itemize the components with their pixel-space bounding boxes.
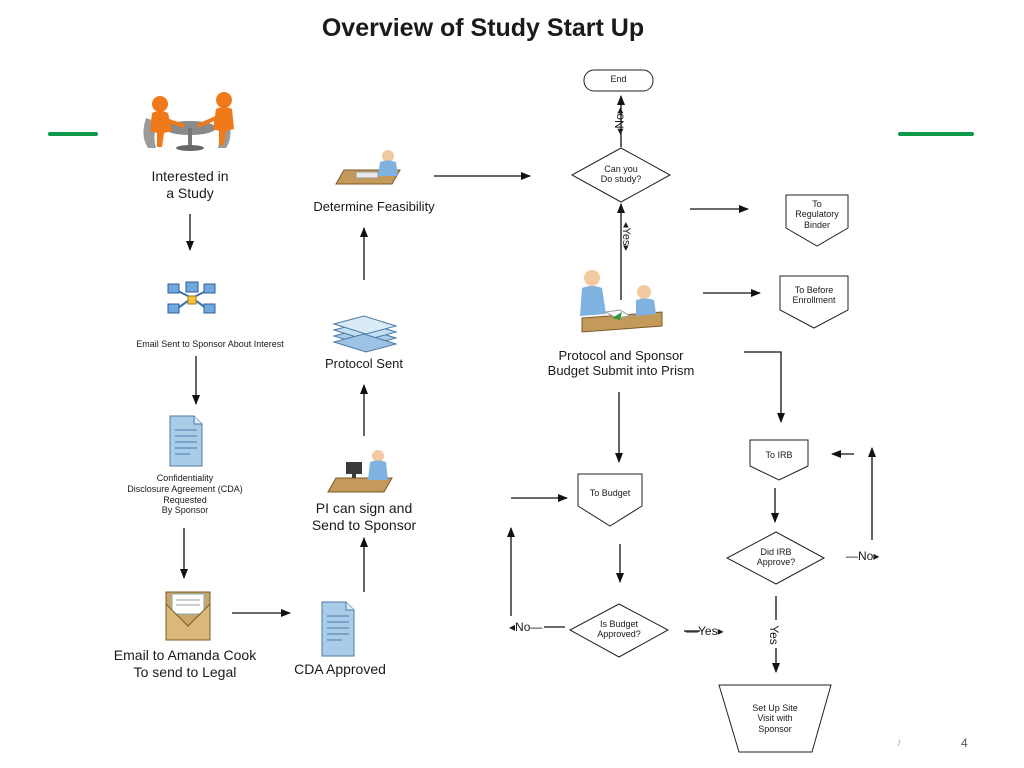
person-at-desk-icon xyxy=(335,150,401,185)
cda-approved-label: CDA Approved xyxy=(294,661,386,677)
can-you-do-study-decision xyxy=(570,147,672,203)
document-icon xyxy=(321,601,355,657)
yes-can-do-label: ◂Yes▸ xyxy=(620,221,633,252)
is-budget-approved-label: Is Budget Approved? xyxy=(597,619,641,640)
to-before-enrollment-connector xyxy=(779,275,849,329)
interested-in-study-label: Interested in a Study xyxy=(151,168,229,201)
no-irb-label: —No▸ xyxy=(846,549,880,563)
people-meeting-icon xyxy=(143,92,234,151)
two-people-consultation-icon xyxy=(580,270,663,333)
to-irb-label: To IRB xyxy=(765,450,793,460)
person-at-desk-icon xyxy=(327,450,393,493)
set-up-site-visit-shape xyxy=(718,684,832,753)
to-regulatory-binder-label: To Regulatory Binder xyxy=(795,199,839,230)
page-title: Overview of Study Start Up xyxy=(321,14,645,42)
is-budget-approved-decision xyxy=(568,603,670,658)
to-irb-connector xyxy=(749,439,809,481)
determine-feasibility-label: Determine Feasibility xyxy=(313,199,435,214)
document-icon xyxy=(169,415,203,467)
yes-budget-label: —Yes▸ xyxy=(686,624,724,638)
set-up-site-visit-label: Set Up Site Visit with Sponsor xyxy=(752,703,798,734)
email-amanda-cook-label: Email to Amanda Cook To send to Legal xyxy=(113,647,257,680)
flow-arrows xyxy=(180,95,876,673)
envelope-icon xyxy=(165,591,211,641)
to-budget-label: To Budget xyxy=(589,488,631,498)
protocol-sent-label: Protocol Sent xyxy=(324,356,404,371)
to-regulatory-binder-connector xyxy=(785,194,849,247)
to-before-enrollment-label: To Before Enrollment xyxy=(792,285,836,306)
stacked-papers-icon xyxy=(332,315,398,353)
end-label: End xyxy=(610,74,627,84)
can-you-do-study-label: Can you Do study? xyxy=(600,164,642,185)
email-sent-to-sponsor-label: Email Sent to Sponsor About Interest xyxy=(136,339,284,349)
yes-irb-label: Yes xyxy=(766,625,781,645)
page-number: 4 xyxy=(961,736,968,750)
end-terminal xyxy=(583,69,654,92)
protocol-budget-prism-label: Protocol and Sponsor Budget Submit into … xyxy=(547,348,695,379)
page-mark: / xyxy=(898,738,901,748)
pi-can-sign-label: PI can sign and Send to Sponsor xyxy=(311,500,417,533)
to-budget-connector xyxy=(577,473,643,527)
cda-requested-label: Confidentiality Disclosure Agreement (CD… xyxy=(127,473,243,516)
left-accent-rule xyxy=(48,132,98,136)
did-irb-approve-decision xyxy=(725,531,826,585)
no-budget-label: ◂No— xyxy=(509,620,543,634)
network-computers-icon xyxy=(167,281,216,314)
did-irb-approve-label: Did IRB Approve? xyxy=(756,547,796,568)
no-to-end-label: ◂No▸ xyxy=(612,107,627,135)
right-accent-rule xyxy=(898,132,974,136)
